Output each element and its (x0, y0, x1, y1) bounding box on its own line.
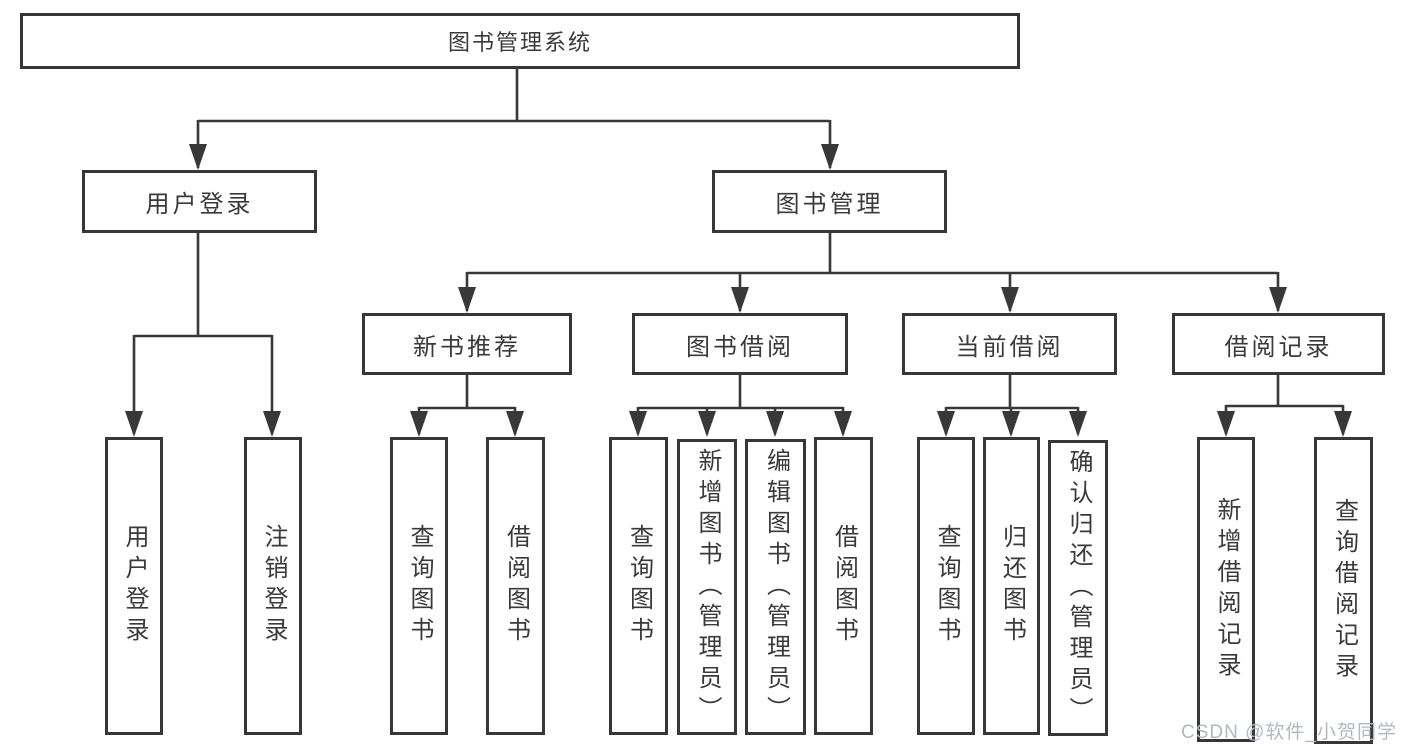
leaf-records-add-record-label: 新增借阅记录 (1213, 496, 1240, 683)
leaf-logout-login-label: 注销登录 (260, 524, 287, 648)
leaf-user-login-label: 用户登录 (121, 524, 148, 648)
leaf-borrowing-query-books-label: 查询图书 (625, 524, 653, 648)
node-book-borrowing-label: 图书借阅 (686, 333, 794, 361)
leaf-recommend-borrow-books: 借阅图书 (486, 437, 545, 735)
leaf-current-query-books: 查询图书 (917, 437, 975, 735)
leaf-current-return-books-label: 归还图书 (998, 524, 1026, 648)
node-user-login: 用户登录 (82, 170, 317, 233)
leaf-borrowing-borrow-books-label: 借阅图书 (830, 524, 858, 648)
node-borrowing-records-label: 借阅记录 (1224, 333, 1333, 361)
leaf-borrowing-edit-books-admin-label: 编辑图书（管理员） (762, 447, 790, 727)
csdn-watermark: CSDN @软件_小贺同学 (1181, 722, 1397, 743)
node-new-book-recommend-label: 新书推荐 (413, 333, 521, 361)
leaf-current-return-books: 归还图书 (983, 437, 1040, 735)
node-borrowing-records: 借阅记录 (1172, 313, 1385, 375)
node-library-management-system: 图书管理系统 (20, 13, 1020, 69)
leaf-borrowing-add-books-admin: 新增图书（管理员） (677, 439, 737, 735)
leaf-recommend-query-books: 查询图书 (390, 437, 448, 735)
leaf-recommend-borrow-books-label: 借阅图书 (502, 524, 530, 648)
leaf-records-add-record: 新增借阅记录 (1197, 437, 1255, 742)
leaf-borrowing-add-books-admin-label: 新增图书（管理员） (694, 447, 721, 727)
node-user-login-label: 用户登录 (145, 191, 254, 218)
leaf-records-query-record-label: 查询借阅记录 (1330, 497, 1358, 684)
leaf-current-query-books-label: 查询图书 (933, 524, 960, 648)
leaf-current-confirm-return-admin: 确认归还（管理员） (1048, 440, 1108, 736)
node-book-borrowing: 图书借阅 (632, 313, 848, 375)
leaf-borrowing-borrow-books: 借阅图书 (814, 437, 873, 735)
leaf-borrowing-edit-books-admin: 编辑图书（管理员） (745, 439, 806, 735)
node-current-borrowing-label: 当前借阅 (955, 333, 1064, 361)
arrowheads (125, 144, 1352, 437)
node-book-management: 图书管理 (712, 170, 947, 233)
leaf-records-query-record: 查询借阅记录 (1314, 437, 1373, 744)
node-book-management-label: 图书管理 (775, 191, 884, 218)
node-library-management-system-label: 图书管理系统 (447, 30, 592, 55)
node-current-borrowing: 当前借阅 (902, 313, 1117, 375)
leaf-borrowing-query-books: 查询图书 (609, 437, 668, 735)
leaf-current-confirm-return-admin-label: 确认归还（管理员） (1065, 448, 1092, 728)
leaf-logout-login: 注销登录 (244, 437, 302, 735)
leaf-recommend-query-books-label: 查询图书 (406, 524, 433, 648)
node-new-book-recommend: 新书推荐 (362, 313, 572, 375)
leaf-user-login: 用户登录 (105, 437, 163, 735)
